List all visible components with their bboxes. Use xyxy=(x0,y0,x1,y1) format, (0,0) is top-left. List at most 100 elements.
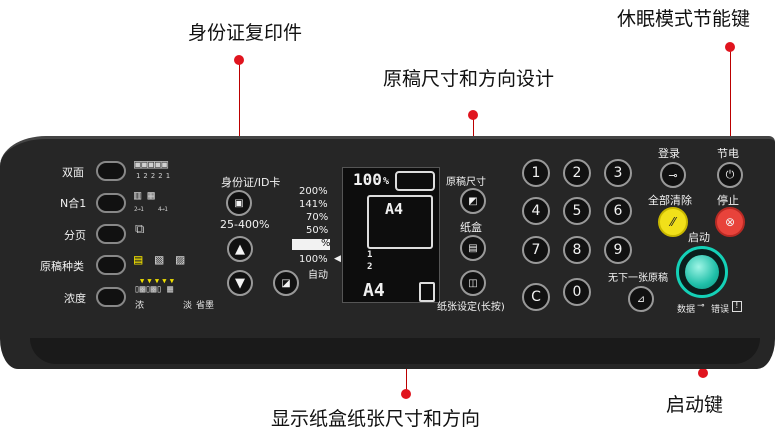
zoom-141: 141% xyxy=(299,199,328,210)
start-button[interactable] xyxy=(676,246,728,298)
lcd-copies: 100 xyxy=(353,170,382,189)
paper-setting-icon: ◫ xyxy=(468,277,478,289)
lcd-pointer: ◀ xyxy=(334,254,341,264)
toner-save-label: 省墨 xyxy=(196,301,215,311)
key-2[interactable]: 2 xyxy=(563,159,591,187)
original-size-icon: ◩ xyxy=(468,195,478,207)
start-icon xyxy=(685,255,719,289)
scan-done-icon: ⊿ xyxy=(636,293,646,305)
stop-button[interactable]: ⊗ xyxy=(715,207,745,237)
tray-icon: ▤ xyxy=(468,242,478,254)
lcd-bottom-paper: A4 xyxy=(363,280,385,301)
paper-setting-button[interactable]: ◫ xyxy=(460,270,486,296)
text-mode-icon: ▤ xyxy=(134,252,142,268)
density-triangles: ▼ ▼ ▼ ▼ ▼ xyxy=(140,277,174,285)
next-original-button[interactable]: ⊿ xyxy=(628,286,654,312)
clear-all-label: 全部清除 xyxy=(648,194,692,207)
login-button[interactable]: ⊸ xyxy=(660,162,686,188)
key-6[interactable]: 6 xyxy=(604,197,632,225)
key-9[interactable]: 9 xyxy=(604,236,632,264)
panel-base xyxy=(30,338,760,364)
collate-button[interactable] xyxy=(96,224,126,244)
lcd-tray-frame xyxy=(367,195,433,249)
zoom-70: 70% xyxy=(306,212,329,223)
callout-original-size: 原稿尺寸和方向设计 xyxy=(383,68,555,90)
lcd-copies-unit: % xyxy=(383,176,390,187)
key-8[interactable]: 8 xyxy=(563,236,591,264)
nin1-icons: ▥ ▦ xyxy=(134,188,155,202)
clear-all-button[interactable]: ⁄⁄ xyxy=(658,207,688,237)
power-save-label: 节电 xyxy=(717,147,739,160)
nin1-indicator-2: 2→1 xyxy=(134,206,144,213)
data-arrow-icon: ⊸ xyxy=(697,301,705,311)
original-type-label: 原稿种类 xyxy=(40,260,84,273)
stop-label: 停止 xyxy=(717,194,739,207)
power-save-button[interactable]: ⏻ xyxy=(717,162,743,188)
zoom-100: 100% xyxy=(299,254,328,265)
photo-mode-icon: ▨ xyxy=(176,252,184,268)
nin1-label: N合1 xyxy=(60,197,87,210)
arrow-down-icon: ▼ xyxy=(235,275,245,291)
power-icon: ⏻ xyxy=(725,168,735,181)
mixed-mode-icon: ▧ xyxy=(155,252,163,268)
nin1-button[interactable] xyxy=(96,193,126,213)
callout-dot xyxy=(725,42,735,52)
key-0[interactable]: 0 xyxy=(563,278,591,306)
density-dark-label: 浓 xyxy=(135,301,145,311)
id-card-label: 身份证/ID卡 xyxy=(221,176,281,189)
paper-setting-label: 纸张设定(长按) xyxy=(437,302,505,313)
key-7[interactable]: 7 xyxy=(522,236,550,264)
callout-display: 显示纸盒纸张尺寸和方向 xyxy=(271,408,481,430)
callout-start: 启动键 xyxy=(666,394,724,416)
zoom-preset-icon: ◪ xyxy=(281,277,291,289)
zoom-auto: 自动 xyxy=(308,270,328,281)
callout-line xyxy=(239,60,240,190)
callout-dot xyxy=(234,55,244,65)
zoom-selected-bar xyxy=(292,239,330,250)
duplex-indicator: 1 2 2 2 1 xyxy=(136,172,170,180)
key-clear[interactable]: C xyxy=(522,283,550,311)
clear-icon: ⁄⁄ xyxy=(670,215,675,229)
zoom-down-button[interactable]: ▼ xyxy=(227,270,253,296)
lcd-tray-number-2: 2 xyxy=(367,262,373,272)
arrow-up-icon: ▲ xyxy=(235,241,245,257)
density-button[interactable] xyxy=(96,287,126,307)
lcd-display: 100 % A4 1 2 A4 xyxy=(342,167,440,303)
callout-dot xyxy=(698,368,708,378)
collate-icon: ⧉ xyxy=(135,222,144,237)
zoom-range-label: 25-400% xyxy=(220,218,270,231)
tray-label: 纸盒 xyxy=(460,221,482,234)
original-size-label: 原稿尺寸 xyxy=(446,177,486,188)
callout-dot xyxy=(401,389,411,399)
density-light-label: 淡 xyxy=(183,301,193,311)
lcd-counter-box xyxy=(395,171,435,191)
nin1-indicator-4: 4→1 xyxy=(158,206,168,213)
callout-line xyxy=(730,47,731,165)
stop-icon: ⊗ xyxy=(724,215,736,229)
original-size-button[interactable]: ◩ xyxy=(460,188,486,214)
id-card-copy-button[interactable]: ▣ xyxy=(226,190,252,216)
key-1[interactable]: 1 xyxy=(522,159,550,187)
start-label: 启动 xyxy=(688,231,710,244)
callout-sleep: 休眠模式节能键 xyxy=(617,8,751,30)
id-card-icon: ▣ xyxy=(234,197,244,209)
zoom-200: 200% xyxy=(299,186,328,197)
density-label: 浓度 xyxy=(64,292,86,305)
key-3[interactable]: 3 xyxy=(604,159,632,187)
error-icon: ! xyxy=(732,301,742,312)
collate-label: 分页 xyxy=(64,229,86,242)
key-4[interactable]: 4 xyxy=(522,197,550,225)
duplex-icons: ▣▣▣▣▣ xyxy=(134,157,168,171)
duplex-label: 双面 xyxy=(62,166,84,179)
next-original-label: 无下一张原稿 xyxy=(608,273,668,284)
key-5[interactable]: 5 xyxy=(563,197,591,225)
key-icon: ⊸ xyxy=(668,168,678,182)
duplex-button[interactable] xyxy=(96,161,126,181)
zoom-preset-button[interactable]: ◪ xyxy=(273,270,299,296)
original-type-button[interactable] xyxy=(96,255,126,275)
error-indicator-label: 错误 xyxy=(711,305,730,315)
zoom-up-button[interactable]: ▲ xyxy=(227,236,253,262)
zoom-selected-unit: % xyxy=(321,238,331,249)
tray-button[interactable]: ▤ xyxy=(460,235,486,261)
data-indicator-label: 数据 xyxy=(677,305,696,315)
